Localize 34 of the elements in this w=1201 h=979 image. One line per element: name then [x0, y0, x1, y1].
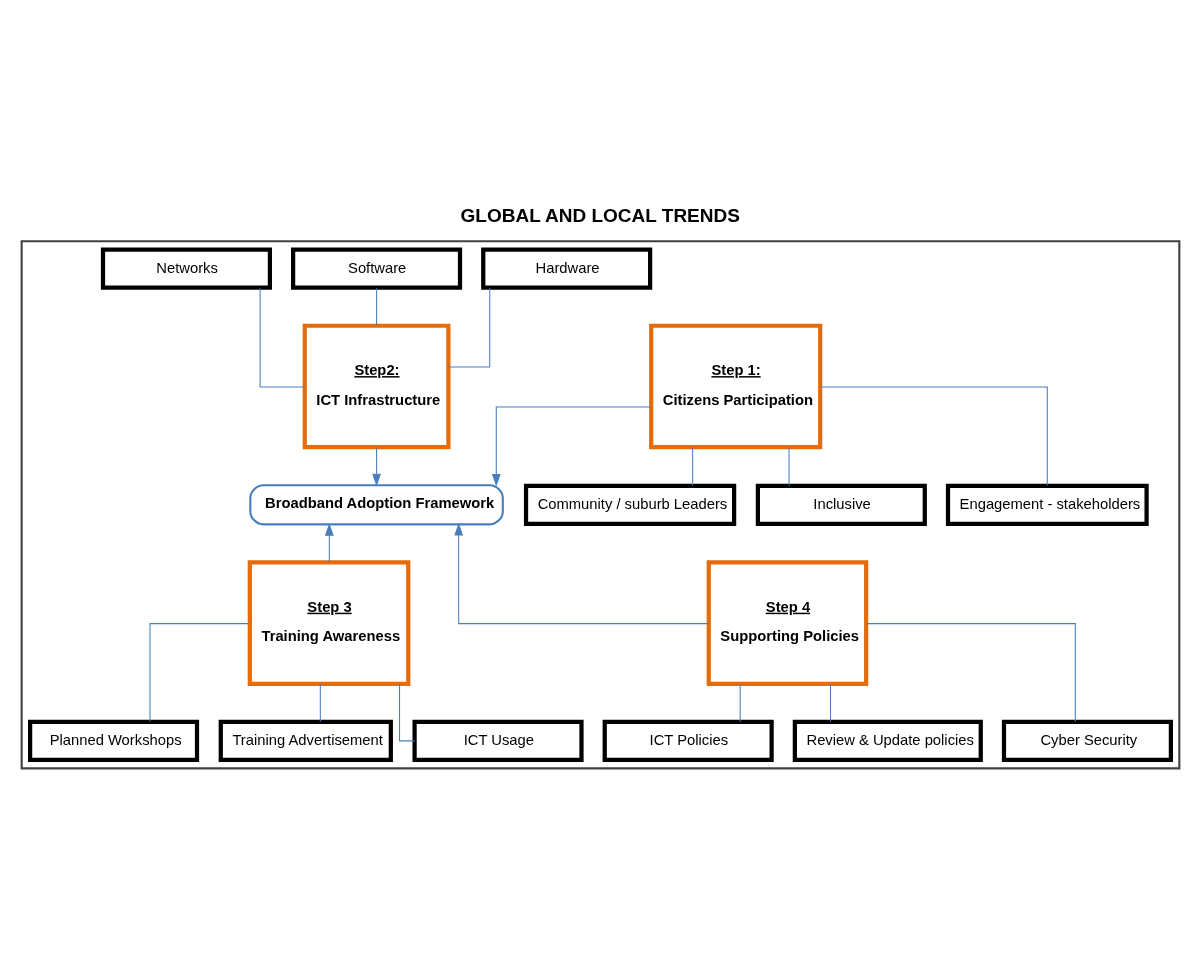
arrow: [372, 446, 381, 486]
connector: [739, 683, 741, 722]
connector: [692, 446, 694, 486]
connector: [819, 386, 1048, 486]
node-box: Software: [291, 247, 463, 290]
connector: [448, 287, 491, 367]
cluster: [20, 239, 1181, 769]
node-box: Planned Workshops: [28, 719, 200, 762]
arrow: [491, 406, 652, 487]
connector: [319, 683, 321, 722]
node-box: ICT Policies: [602, 719, 774, 762]
connector: [259, 287, 305, 388]
node-box: Broadband Adoption Framework: [249, 483, 504, 525]
node-box: ICT Usage: [412, 719, 584, 762]
connector: [149, 622, 250, 722]
node-box: Training Advertisement: [218, 719, 393, 762]
node-box: Networks: [100, 247, 272, 290]
node-box: Engagement - stakeholders: [945, 483, 1149, 526]
arrow: [454, 522, 710, 624]
node-box: Step 3 Training Awareness: [247, 559, 411, 686]
node-box: Community / suburb Leaders: [523, 483, 737, 526]
arrow: [324, 522, 334, 562]
node-box: Step 1: Citizens Participation: [649, 323, 823, 449]
node-box: Review & Update policies: [792, 719, 983, 762]
node-box: Step 4 Supporting Policies: [706, 559, 869, 686]
connector: [376, 287, 378, 326]
connector: [829, 683, 832, 722]
connector: [788, 446, 790, 486]
node-box: Cyber Security: [1001, 719, 1173, 762]
connector: [865, 622, 1076, 722]
node-box: Step2: ICT Infrastructure: [302, 323, 451, 449]
node-box: Inclusive: [755, 483, 927, 526]
diagram-title: GLOBAL AND LOCAL TRENDS: [460, 204, 740, 226]
node-box: Hardware: [481, 247, 653, 290]
